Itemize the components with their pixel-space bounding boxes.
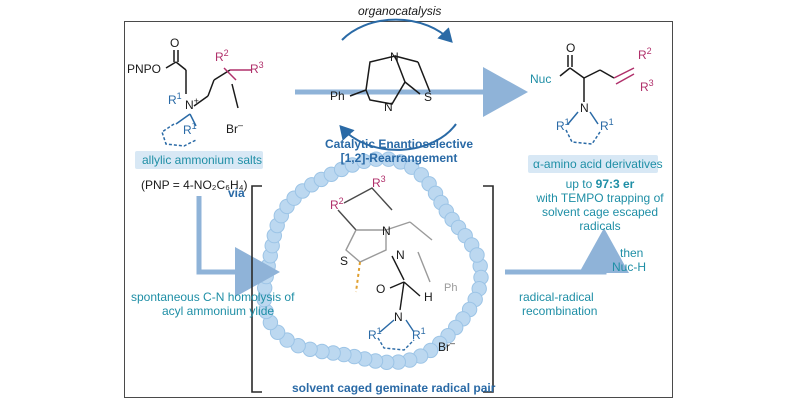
- reactant-pnpo: PNPO: [127, 62, 162, 76]
- product-er: up to 97:3 er: [565, 177, 635, 191]
- cage-n2: N: [396, 248, 405, 262]
- cage-h: H: [424, 290, 433, 304]
- catalyst-ph: Ph: [330, 89, 345, 103]
- recombination-caption-line2: recombination: [522, 304, 598, 318]
- reactant-r2: R2: [215, 48, 229, 64]
- reactant-structure: [165, 50, 239, 109]
- product-carbonyl-o: O: [566, 41, 576, 55]
- recombination-arrow: [505, 228, 629, 275]
- cage-n1: N: [382, 224, 391, 238]
- cage-r1-left: R1: [368, 326, 382, 342]
- cage-r3: R3: [372, 174, 386, 190]
- cage-bromide: Br–: [438, 338, 456, 354]
- cage-bead: [469, 247, 485, 263]
- reactant-carbonyl-o: O: [170, 36, 180, 50]
- cage-o: O: [376, 282, 386, 296]
- scheme-frame: [124, 21, 673, 398]
- reactant-r1-bottom: R1: [183, 121, 197, 137]
- cage-r2: R2: [330, 196, 344, 212]
- homolysis-arrow: [196, 196, 280, 297]
- product-r2: R2: [638, 46, 652, 62]
- reactant-bromide: Br–: [226, 120, 244, 136]
- reactant-pill-label: allylic ammonium salts: [142, 153, 263, 167]
- caged-intermediate-structure: [337, 187, 433, 311]
- product-pill-bg: [528, 155, 658, 173]
- cage-ph: Ph: [444, 282, 458, 294]
- catalytic-title-line2: [1,2]-Rearrangement: [340, 151, 458, 165]
- cage-caption: solvent caged geminate radical pair: [292, 381, 496, 395]
- pnp-definition: (PNP = 4-NO₂C₆H₄): [141, 178, 248, 192]
- product-note-line4: radicals: [579, 219, 621, 233]
- cage-n3: N: [394, 310, 403, 324]
- organocatalysis-label: organocatalysis: [358, 4, 442, 18]
- homolysis-caption-line1: spontaneous C-N homolysis of: [131, 290, 295, 304]
- cage-s: S: [340, 254, 349, 268]
- catalyst-structure: [349, 55, 431, 105]
- solvent-cage-beads: [256, 151, 489, 370]
- product-r1-right: R1: [600, 117, 614, 133]
- catalyst-s: S: [424, 90, 433, 104]
- product-pill-label: α-amino acid derivatives: [533, 157, 663, 171]
- catalyst-n1: N: [390, 50, 399, 64]
- reactant-r1-top: R1: [168, 91, 182, 107]
- catalyst-n2: N: [384, 100, 393, 114]
- cycle-arc-top: [341, 18, 453, 43]
- homolysis-caption-line2: acyl ammonium ylide: [162, 304, 275, 318]
- product-nitrogen: N: [580, 101, 589, 115]
- reactant-r3: R3: [250, 60, 264, 76]
- product-note-line2: with TEMPO trapping of: [536, 191, 664, 205]
- reactant-ring: [161, 113, 197, 147]
- cage-r1-right: R1: [412, 326, 426, 342]
- reactant-alkene: [223, 67, 252, 81]
- reactant-pill-bg: [135, 151, 263, 169]
- via-label: via: [228, 186, 245, 200]
- recombination-caption-line1: radical-radical: [519, 290, 594, 304]
- nuch-label: Nuc-H: [612, 260, 647, 274]
- catalytic-title-line1: Catalytic Enantioselective: [324, 137, 474, 151]
- product-r1-left: R1: [556, 117, 570, 133]
- product-alkene: [613, 67, 635, 85]
- cycle-arc-bottom: [339, 123, 457, 151]
- product-r3: R3: [640, 78, 654, 94]
- then-label: then: [620, 246, 644, 260]
- left-bracket: [251, 185, 262, 393]
- product-nuc: Nuc: [530, 72, 552, 86]
- product-ring: [565, 111, 601, 145]
- product-note-line3: solvent cage escaped: [541, 205, 659, 219]
- reactant-nitrogen: N+: [185, 96, 199, 112]
- product-structure: [559, 55, 615, 102]
- caged-ring: [377, 319, 415, 351]
- right-bracket: [483, 185, 494, 393]
